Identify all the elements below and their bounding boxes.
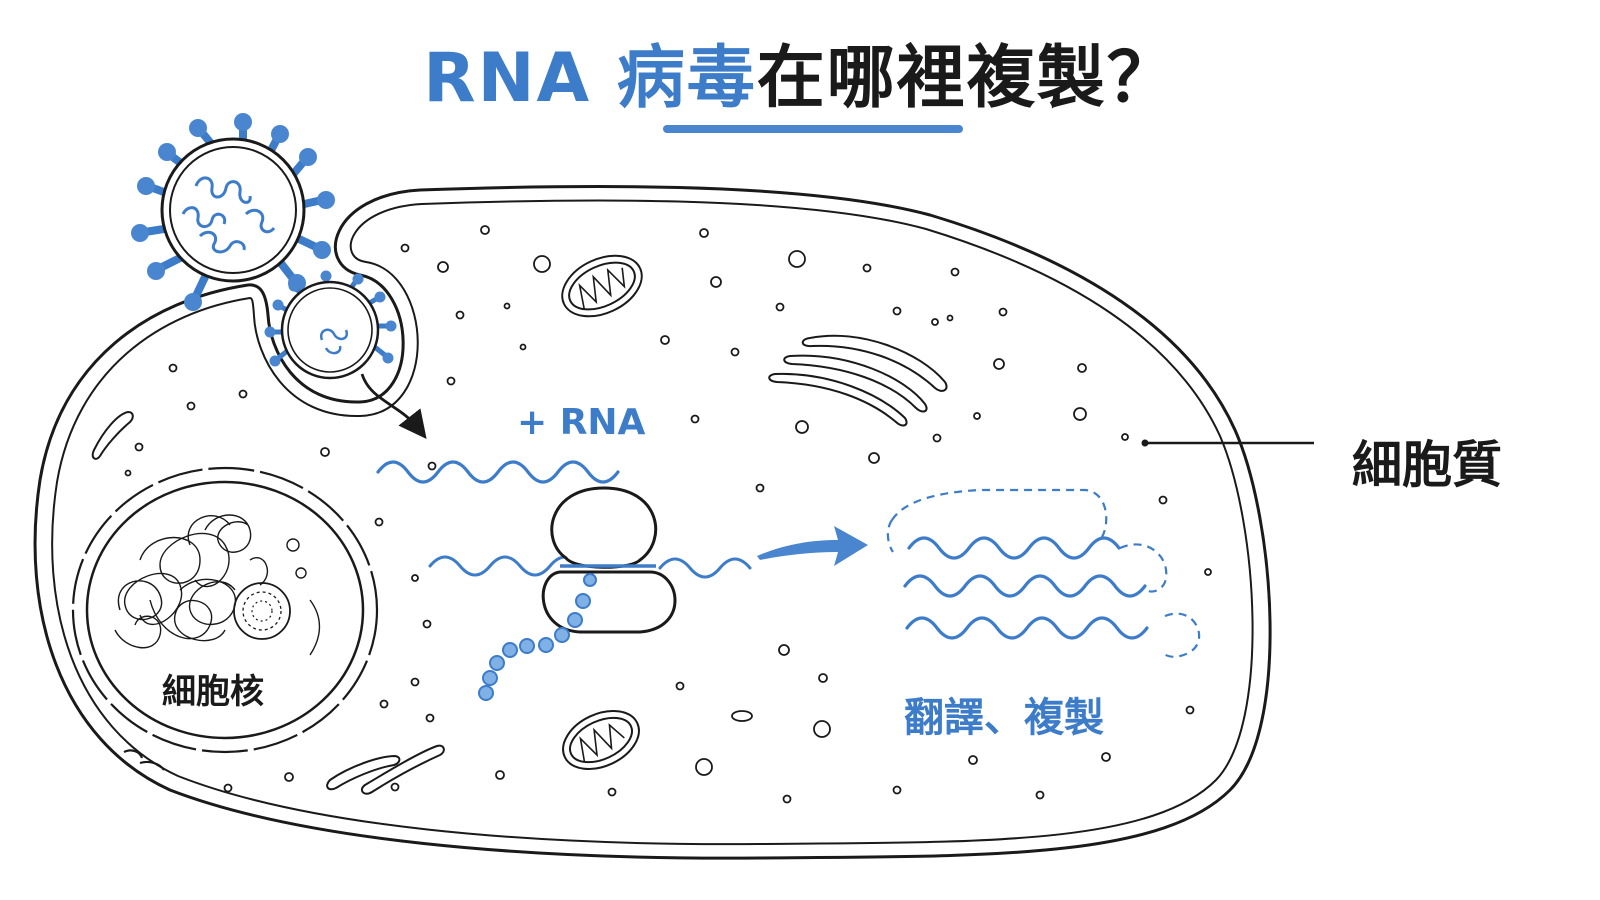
virus-outside [131,113,335,311]
endoplasmic-reticulum [91,334,948,795]
virus-endosome [264,270,397,380]
cell-membrane-inner [51,199,1254,846]
ribosome [428,486,752,701]
positive-rna-label: + RNA [517,402,646,443]
cytoplasm-granules [124,225,1212,804]
replicated-rna [886,488,1201,658]
entry-arrow [360,373,427,440]
positive-rna-strand [376,460,620,484]
title-highlight: RNA 病毒 [423,39,757,118]
chromatin [114,514,269,649]
process-arrow [757,526,868,566]
nucleolus [233,582,291,640]
diagram-title: RNA 病毒在哪裡複製？ [0,22,1600,121]
nucleus-label: 細胞核 [162,672,264,712]
mitochondrion-bottom [562,709,640,771]
virus-genome [181,176,276,254]
nucleus [71,466,379,754]
translate-replicate-label: 翻譯、複製 [904,695,1104,741]
cell-membrane-outer [33,184,1272,860]
title-rest: 在哪裡複製？ [756,39,1177,118]
cytoplasm-label: 細胞質 [1352,436,1502,494]
title-underline [663,125,963,133]
mitochondrion-top [561,254,643,318]
